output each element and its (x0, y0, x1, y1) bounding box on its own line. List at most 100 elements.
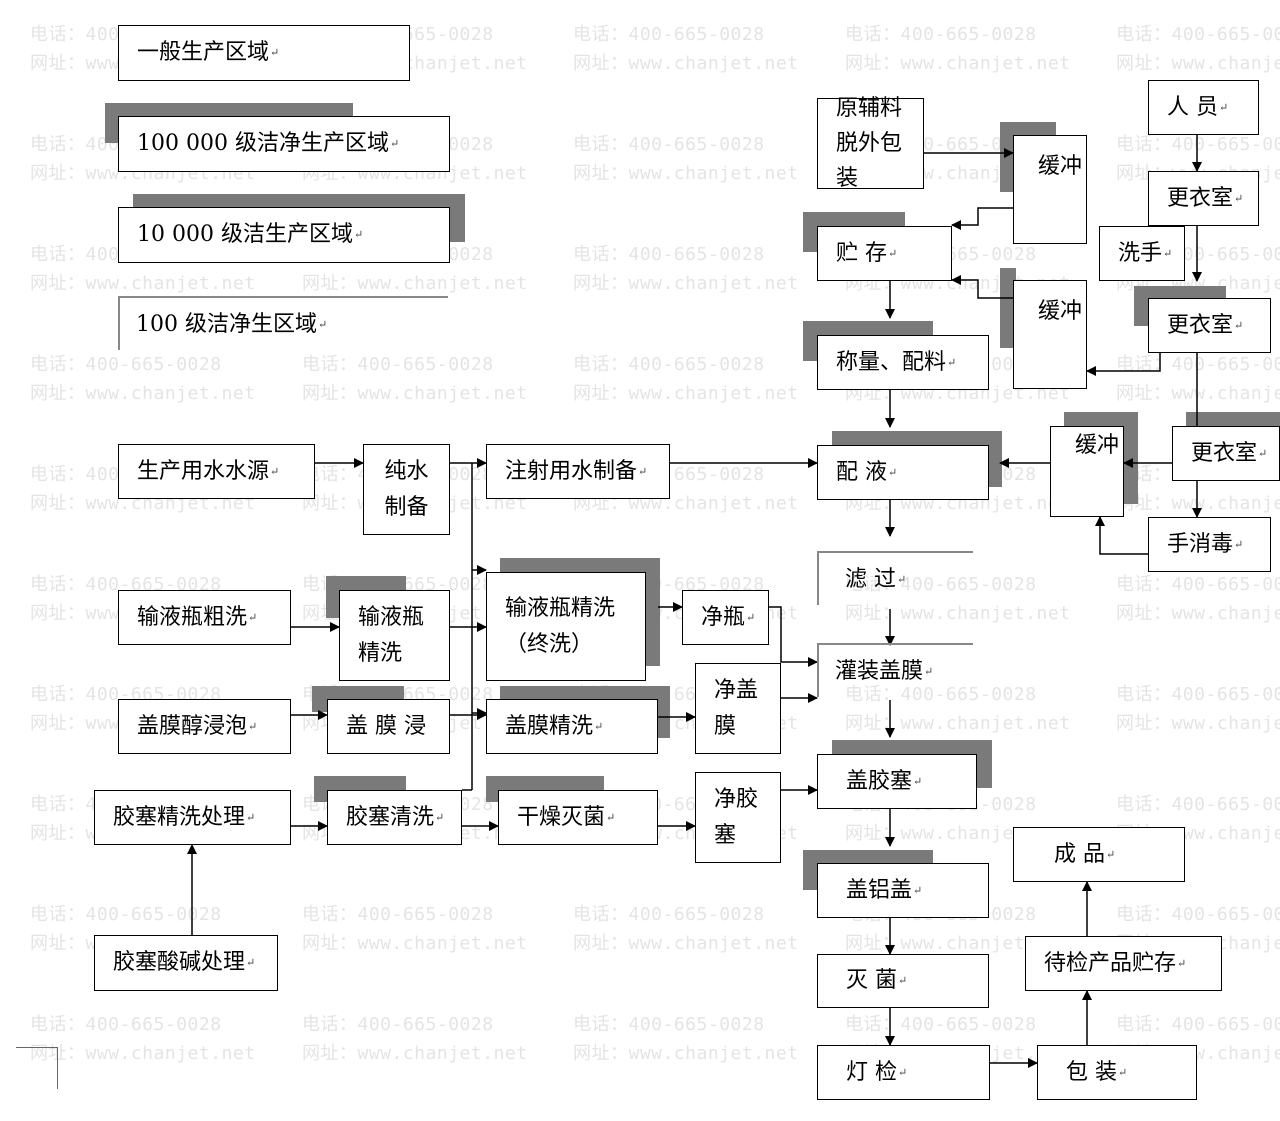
filter-border-top (817, 551, 973, 553)
zone-shadow (500, 686, 670, 700)
zone-shadow (326, 576, 342, 618)
paragraph-mark-icon: ↵ (897, 573, 907, 587)
paragraph-mark-icon: ↵ (353, 228, 364, 242)
paragraph-mark-icon: ↵ (1234, 537, 1244, 551)
zone-shadow (312, 686, 328, 712)
film-fine-wash-box: 盖膜精洗↵ (486, 699, 658, 754)
zone-shadow (803, 321, 933, 337)
paragraph-mark-icon: ↵ (389, 137, 400, 151)
paragraph-mark-icon: ↵ (898, 974, 908, 988)
material-buffer-box: 缓冲 (1013, 135, 1087, 244)
zone-shadow (803, 212, 905, 228)
paragraph-mark-icon: ↵ (248, 610, 258, 624)
zone-shadow (803, 321, 819, 361)
paragraph-mark-icon: ↵ (888, 465, 898, 479)
pending-storage-label: 待检产品贮存 (1044, 950, 1177, 976)
hand-wash-box: 洗手↵ (1099, 226, 1185, 281)
zone-shadow (832, 740, 992, 756)
paragraph-mark-icon: ↵ (913, 774, 923, 788)
zone-shadow (803, 850, 819, 890)
paragraph-mark-icon: ↵ (270, 464, 280, 478)
sterilize-box: 灭 菌↵ (817, 954, 989, 1008)
light-inspect-box: 灯 检↵ (817, 1045, 990, 1100)
legend-class100-border-top (118, 296, 448, 298)
paragraph-mark-icon: ↵ (1234, 191, 1244, 205)
filter-box: 滤 过↵ (817, 553, 973, 607)
material-unpack-box: 原辅料脱外包装 (817, 96, 924, 191)
paragraph-mark-icon: ↵ (246, 810, 256, 824)
change-room2-box: 更衣室↵ (1148, 298, 1271, 353)
solution-prepare-label: 配 液 (836, 459, 887, 485)
packaging-label: 包 装 (1066, 1059, 1117, 1085)
zone-shadow (1134, 286, 1150, 326)
paragraph-mark-icon: ↵ (924, 665, 934, 679)
stopper-insert-label: 盖胶塞 (846, 768, 913, 794)
paragraph-mark-icon: ↵ (947, 355, 957, 369)
paragraph-mark-icon: ↵ (1219, 100, 1229, 114)
storage-label: 贮 存 (836, 240, 887, 266)
paragraph-mark-icon: ↵ (1106, 847, 1116, 861)
aluminum-cap-label: 盖铝盖 (846, 877, 913, 903)
clean-stopper-box: 净胶塞 (695, 772, 781, 863)
pure-water-box: 纯水制备 (363, 444, 450, 535)
zone-shadow (314, 776, 406, 792)
stopper-fine-treat-label: 胶塞精洗处理 (113, 804, 246, 830)
solution-prepare-box: 配 液↵ (817, 445, 989, 500)
fill-border-left (817, 643, 819, 697)
legend-class10000-label: 10 000 级洁生产区域 (137, 222, 353, 248)
paragraph-mark-icon: ↵ (1258, 446, 1268, 460)
film-soak-box: 盖膜醇浸泡↵ (118, 699, 291, 754)
clean-film-box: 净盖膜 (695, 663, 781, 754)
bottle-rough-wash-label: 输液瓶粗洗 (137, 604, 248, 630)
clean-stopper-label: 净胶塞 (714, 787, 759, 848)
paragraph-mark-icon: ↵ (913, 883, 923, 897)
page-corner-mark-h (16, 1047, 58, 1048)
injection-water-box: 注射用水制备↵ (486, 444, 670, 499)
arrow-change2-buffer (1086, 353, 1161, 376)
arrow-disinfect-buffer (1095, 516, 1148, 555)
zone-shadow (803, 850, 933, 866)
bottle-final-wash-label: 输液瓶精洗（终洗） (505, 596, 616, 657)
material-buffer2-box: 缓冲 (1013, 280, 1087, 389)
zone-shadow (988, 431, 1002, 487)
legend-class100-border-left (118, 296, 120, 350)
packaging-box: 包 装↵ (1037, 1045, 1197, 1100)
legend-class100000-zone: 100 000 级洁净生产区域↵ (118, 116, 450, 172)
film-soak2-box: 盖 膜 浸 (327, 699, 450, 754)
zone-shadow (312, 686, 404, 702)
sterilize-label: 灭 菌 (846, 968, 897, 994)
arrow-buffer2-storage (951, 275, 1013, 299)
legend-class100-zone: 100 级洁净生区域↵ (118, 298, 448, 352)
injection-water-label: 注射用水制备 (505, 458, 638, 484)
staff-label: 人 员 (1167, 94, 1218, 120)
paragraph-mark-icon: ↵ (638, 464, 648, 478)
bottle-fine-wash-box: 输液瓶精洗 (339, 590, 450, 681)
staff-box: 人 员↵ (1148, 80, 1259, 135)
zone-shadow (1000, 268, 1016, 348)
paragraph-mark-icon: ↵ (1163, 246, 1173, 260)
material-buffer2-label: 缓冲 (1038, 299, 1083, 324)
paragraph-mark-icon: ↵ (746, 610, 756, 624)
change-room2-label: 更衣室 (1167, 312, 1234, 338)
change-room1-box: 更衣室↵ (1148, 171, 1259, 226)
stopper-insert-box: 盖胶塞↵ (817, 754, 977, 809)
clean-bottle-label: 净瓶 (701, 604, 746, 630)
personnel-buffer-box: 缓冲 (1050, 426, 1124, 517)
zone-shadow (832, 431, 1002, 447)
dry-sterilize-label: 干燥灭菌 (517, 804, 606, 830)
stopper-acid-treat-label: 胶塞酸碱处理 (113, 950, 246, 976)
zone-shadow (645, 558, 660, 666)
zone-shadow (105, 103, 121, 143)
paragraph-mark-icon: ↵ (246, 956, 256, 970)
legend-general-label: 一般生产区域 (137, 40, 270, 66)
zone-shadow (1134, 286, 1226, 300)
water-source-box: 生产用水水源↵ (118, 444, 315, 499)
change-room1-label: 更衣室 (1167, 185, 1234, 211)
stopper-acid-treat-box: 胶塞酸碱处理↵ (94, 935, 278, 991)
paragraph-mark-icon: ↵ (1234, 318, 1244, 332)
zone-shadow (326, 576, 406, 592)
bottle-fine-wash-label: 输液瓶精洗 (358, 605, 425, 666)
paragraph-mark-icon: ↵ (1177, 956, 1187, 970)
material-buffer-label: 缓冲 (1038, 154, 1083, 179)
filter-label: 滤 过 (845, 567, 896, 593)
